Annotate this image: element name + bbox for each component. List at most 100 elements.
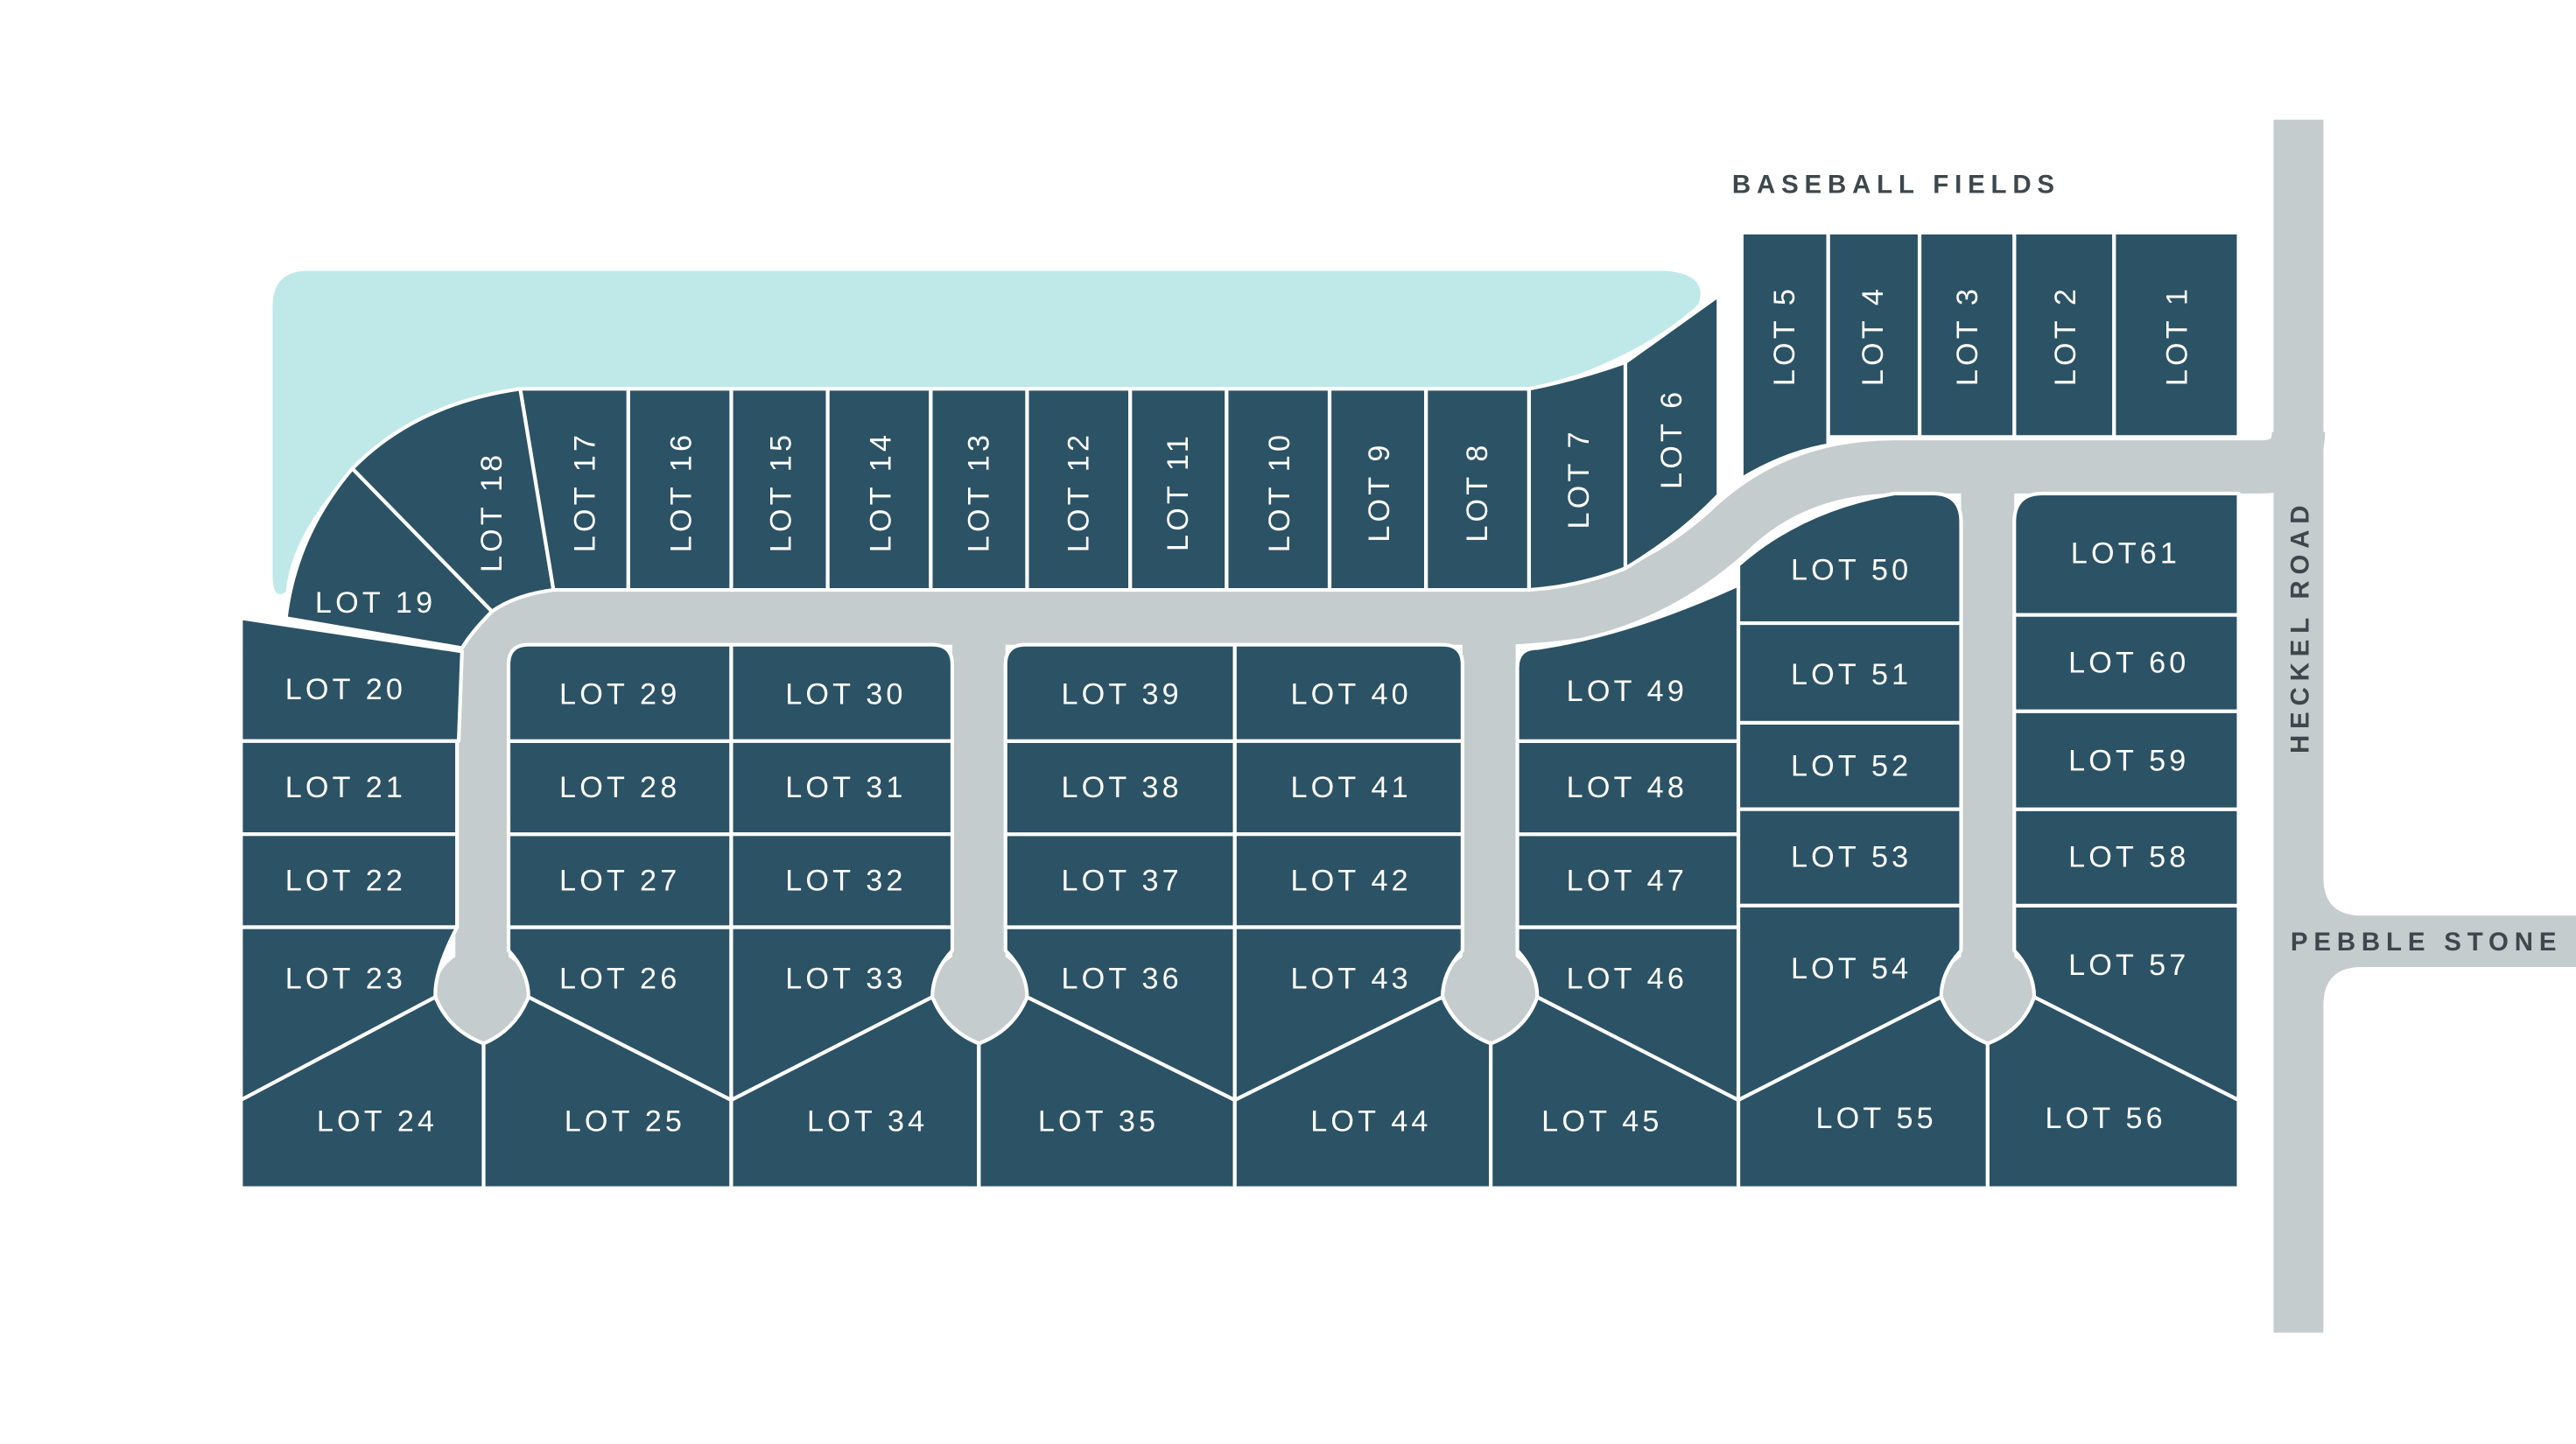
lot-11[interactable]: LOT 11 [1128, 387, 1229, 592]
lot-54[interactable]: LOT 54 [1736, 903, 1963, 1103]
lot-28[interactable]: LOT 28 [506, 739, 733, 837]
lot-1[interactable]: LOT 1 [2112, 230, 2241, 439]
lot-12[interactable]: LOT 12 [1025, 387, 1133, 592]
lot-56-parcel[interactable] [1985, 995, 2241, 1190]
lot-40-parcel[interactable] [1232, 642, 1464, 743]
lot-36-parcel[interactable] [1003, 925, 1237, 1103]
lot-50-parcel[interactable] [1736, 491, 1963, 626]
lot-43-label: LOT 43 [1290, 962, 1411, 995]
lot-42-label: LOT 42 [1290, 864, 1411, 897]
lot-56[interactable]: LOT 56 [1985, 995, 2241, 1190]
lot-18-label: LOT 18 [475, 452, 509, 572]
lot-31[interactable]: LOT 31 [729, 739, 955, 837]
lot-5-parcel[interactable] [1739, 230, 1830, 480]
lot-19-label: LOT 19 [315, 586, 436, 620]
lot-14[interactable]: LOT 14 [825, 387, 933, 592]
lot-22-label: LOT 22 [285, 864, 406, 897]
lot-47[interactable]: LOT 47 [1515, 832, 1741, 929]
lot-15[interactable]: LOT 15 [729, 387, 830, 592]
lot-7[interactable]: LOT 7 [1527, 360, 1628, 592]
lot-46[interactable]: LOT 46 [1515, 925, 1741, 1103]
lot-23-label: LOT 23 [285, 962, 406, 995]
lot-2[interactable]: LOT 2 [2012, 230, 2116, 439]
lot-60[interactable]: LOT 60 [2012, 613, 2241, 713]
lot-43[interactable]: LOT 43 [1232, 925, 1464, 1103]
lot-57[interactable]: LOT 57 [2012, 903, 2241, 1103]
lot-37[interactable]: LOT 37 [1003, 832, 1237, 929]
lot-40[interactable]: LOT 40 [1232, 642, 1464, 743]
lot-18-parcel[interactable] [350, 387, 556, 613]
lot-33[interactable]: LOT 33 [729, 925, 955, 1103]
main-road [455, 430, 2326, 998]
lot-20[interactable]: LOT 20 [239, 616, 464, 743]
cul-de-sac-3 [1441, 949, 1538, 1046]
lot-39[interactable]: LOT 39 [1003, 642, 1237, 743]
lot-21[interactable]: LOT 21 [239, 739, 460, 837]
lot-24[interactable]: LOT 24 [239, 995, 486, 1190]
lot-13[interactable]: LOT 13 [929, 387, 1029, 592]
lot-61[interactable]: LOT61 [2012, 491, 2241, 617]
lot-49[interactable]: LOT 49 [1515, 583, 1741, 743]
lot-22[interactable]: LOT 22 [239, 832, 460, 929]
lot-46-parcel[interactable] [1515, 925, 1741, 1103]
lot-8[interactable]: LOT 8 [1424, 387, 1531, 592]
lot-25-label: LOT 25 [565, 1105, 685, 1139]
lot-32[interactable]: LOT 32 [729, 832, 955, 929]
lot-44-label: LOT 44 [1310, 1105, 1431, 1139]
lot-18[interactable]: LOT 18 [350, 387, 556, 613]
lot-3[interactable]: LOT 3 [1917, 230, 2017, 439]
lot-41[interactable]: LOT 41 [1232, 739, 1464, 837]
lot-26-label: LOT 26 [559, 962, 680, 995]
lot-9[interactable]: LOT 9 [1327, 387, 1428, 592]
lot-49-parcel[interactable] [1515, 583, 1741, 743]
lot-30-label: LOT 30 [785, 678, 906, 711]
lot-19[interactable]: LOT 19 [284, 466, 495, 650]
lot-30[interactable]: LOT 30 [729, 642, 955, 743]
lot-45-label: LOT 45 [1541, 1105, 1662, 1139]
lot-35[interactable]: LOT 35 [977, 995, 1237, 1190]
lot-42[interactable]: LOT 42 [1232, 832, 1464, 929]
lot-50-label: LOT 50 [1791, 553, 1912, 586]
lot-26[interactable]: LOT 26 [506, 925, 733, 1103]
heckel-road-label: HECKEL ROAD [2285, 500, 2314, 754]
lot-51-label: LOT 51 [1791, 658, 1912, 691]
lot-36[interactable]: LOT 36 [1003, 925, 1237, 1103]
lot-30-parcel[interactable] [729, 642, 955, 743]
lot-10[interactable]: LOT 10 [1225, 387, 1332, 592]
lot-10-label: LOT 10 [1263, 431, 1296, 552]
lot-6-parcel[interactable] [1623, 293, 1721, 571]
lot-1-label: LOT 1 [2160, 285, 2193, 386]
lot-8-label: LOT 8 [1461, 441, 1494, 542]
lot-51[interactable]: LOT 51 [1736, 620, 1963, 726]
lot-52[interactable]: LOT 52 [1736, 720, 1963, 811]
lot-4[interactable]: LOT 4 [1826, 230, 1922, 439]
lot-58[interactable]: LOT 58 [2012, 807, 2241, 908]
lot-57-label: LOT 57 [2068, 949, 2189, 982]
lot-55[interactable]: LOT 55 [1736, 995, 1990, 1190]
lot-26-parcel[interactable] [506, 925, 733, 1103]
lot-48-label: LOT 48 [1567, 771, 1688, 804]
lot-29[interactable]: LOT 29 [506, 642, 733, 743]
lot-7-parcel[interactable] [1527, 360, 1628, 592]
lot-38[interactable]: LOT 38 [1003, 739, 1237, 837]
lot-39-label: LOT 39 [1061, 678, 1182, 711]
lot-61-parcel[interactable] [2012, 491, 2241, 617]
lot-31-label: LOT 31 [785, 771, 906, 804]
lot-12-label: LOT 12 [1062, 431, 1095, 552]
lot-48[interactable]: LOT 48 [1515, 739, 1741, 837]
lot-25[interactable]: LOT 25 [481, 995, 733, 1190]
lot-53[interactable]: LOT 53 [1736, 807, 1963, 908]
lot-2-label: LOT 2 [2049, 285, 2082, 386]
lot-50[interactable]: LOT 50 [1736, 491, 1963, 626]
lot-16[interactable]: LOT 16 [626, 387, 733, 592]
lot-4-label: LOT 4 [1857, 285, 1890, 386]
lot-27[interactable]: LOT 27 [506, 832, 733, 929]
lot-34-label: LOT 34 [807, 1105, 928, 1139]
lot-15-label: LOT 15 [764, 431, 797, 552]
lot-6[interactable]: LOT 6 [1623, 293, 1721, 571]
lot-45[interactable]: LOT 45 [1489, 995, 1741, 1190]
lot-59[interactable]: LOT 59 [2012, 709, 2241, 811]
lot-5[interactable]: LOT 5 [1739, 230, 1830, 480]
lot-57-parcel[interactable] [2012, 903, 2241, 1103]
lot-19-parcel[interactable] [284, 466, 495, 650]
